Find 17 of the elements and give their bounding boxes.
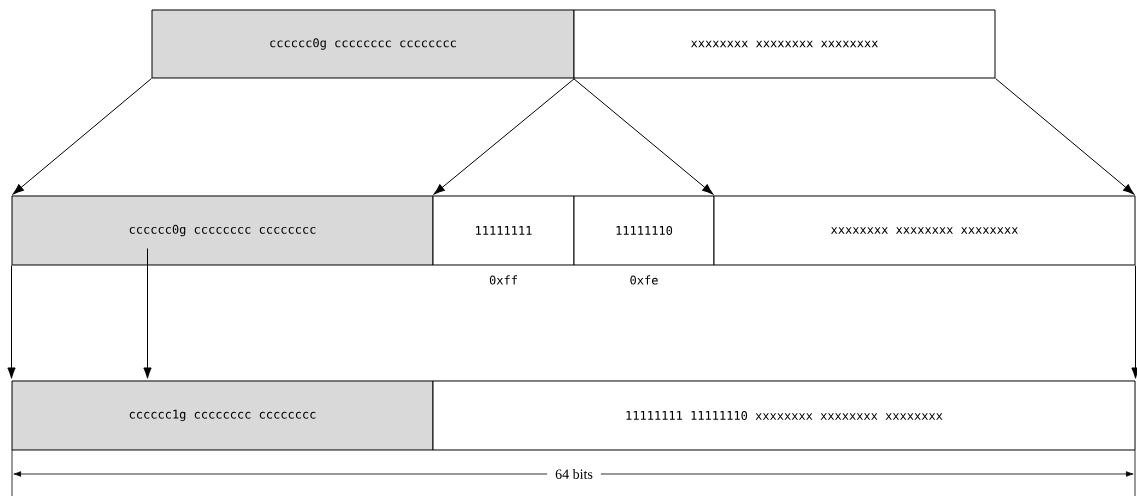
arrow	[1131, 265, 1137, 379]
arrow	[995, 78, 1135, 195]
bit-field-box: cccccc0g cccccccc cccccccc	[11, 195, 434, 266]
bit-field-box: 11111110	[573, 195, 715, 266]
arrow	[143, 248, 152, 379]
bit-field-box: 11111111	[432, 195, 575, 266]
arrow	[7, 265, 16, 379]
bit-field-box: 11111111 11111110 xxxxxxxx xxxxxxxx xxxxxxxx	[432, 380, 1136, 451]
bit-field-box: cccccc1g cccccccc cccccccc	[11, 380, 434, 451]
dimension-label: 64 bits	[547, 465, 601, 483]
bit-field-box: cccccc0g cccccccc cccccccc	[151, 9, 575, 79]
arrow	[12, 78, 152, 195]
arrow	[433, 78, 575, 195]
hex-value: 0xff	[489, 275, 517, 285]
hex-value: 0xfe	[630, 275, 658, 285]
arrow	[573, 78, 714, 195]
bit-field-box: xxxxxxxx xxxxxxxx xxxxxxxx	[573, 9, 996, 79]
